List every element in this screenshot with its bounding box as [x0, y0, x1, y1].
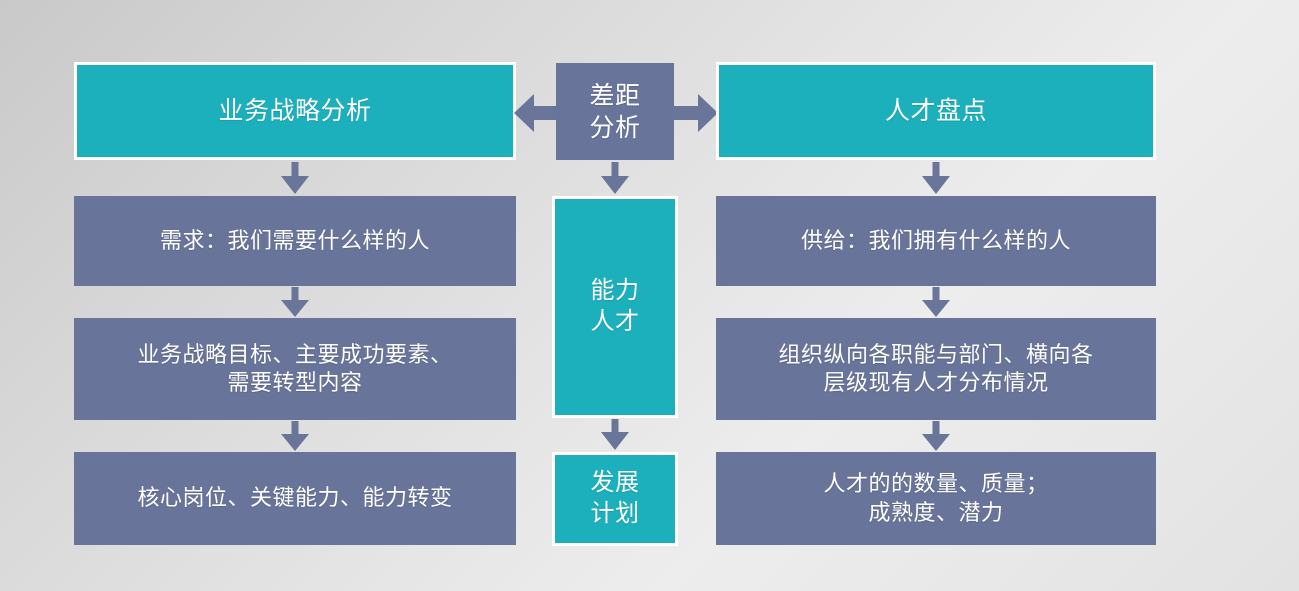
node-business-strategy-analysis[interactable]: 业务战略分析: [74, 62, 516, 160]
node-label: 供给：我们拥有什么样的人: [800, 227, 1071, 253]
node-label: 业务战略分析: [218, 97, 372, 125]
node-talent-quantity-quality[interactable]: 人才的的数量、质量； 成熟度、潜力: [716, 452, 1156, 545]
right-arrow-gap-to-talent: [672, 94, 718, 132]
node-core-positions-key-capabilities[interactable]: 核心岗位、关键能力、能力转变: [74, 452, 516, 545]
node-strategy-goals-success-factors[interactable]: 业务战略目标、主要成功要素、 需要转型内容: [74, 318, 516, 420]
down-arrow-right-1: [919, 162, 953, 195]
node-label: 核心岗位、关键能力、能力转变: [137, 485, 453, 511]
node-demand-what-people-we-need[interactable]: 需求：我们需要什么样的人: [74, 196, 516, 286]
node-label: 人才的的数量、质量； 成熟度、潜力: [823, 471, 1049, 525]
down-arrow-right-3: [919, 421, 953, 452]
node-gap-analysis[interactable]: 差距 分析: [556, 63, 674, 160]
node-label: 人才盘点: [884, 97, 987, 125]
node-label: 能力 人才: [590, 277, 640, 335]
node-org-talent-distribution[interactable]: 组织纵向各职能与部门、横向各 层级现有人才分布情况: [716, 318, 1156, 420]
node-label: 需求：我们需要什么样的人: [159, 227, 430, 253]
node-development-plan[interactable]: 发展 计划: [552, 452, 678, 546]
node-label: 业务战略目标、主要成功要素、 需要转型内容: [137, 341, 453, 395]
down-arrow-left-1: [278, 162, 312, 195]
node-talent-review[interactable]: 人才盘点: [716, 62, 1156, 160]
down-arrow-left-2: [278, 287, 312, 318]
down-arrow-center-2: [598, 419, 632, 451]
down-arrow-center-1: [598, 162, 632, 195]
left-arrow-gap-to-strategy: [514, 94, 560, 132]
node-label: 发展 计划: [590, 469, 640, 527]
node-capability-talent[interactable]: 能力 人才: [552, 196, 678, 418]
node-label: 差距 分析: [589, 81, 641, 142]
node-supply-what-people-we-have[interactable]: 供给：我们拥有什么样的人: [716, 196, 1156, 286]
down-arrow-left-3: [278, 421, 312, 452]
node-label: 组织纵向各职能与部门、横向各 层级现有人才分布情况: [778, 341, 1094, 395]
down-arrow-right-2: [919, 287, 953, 318]
